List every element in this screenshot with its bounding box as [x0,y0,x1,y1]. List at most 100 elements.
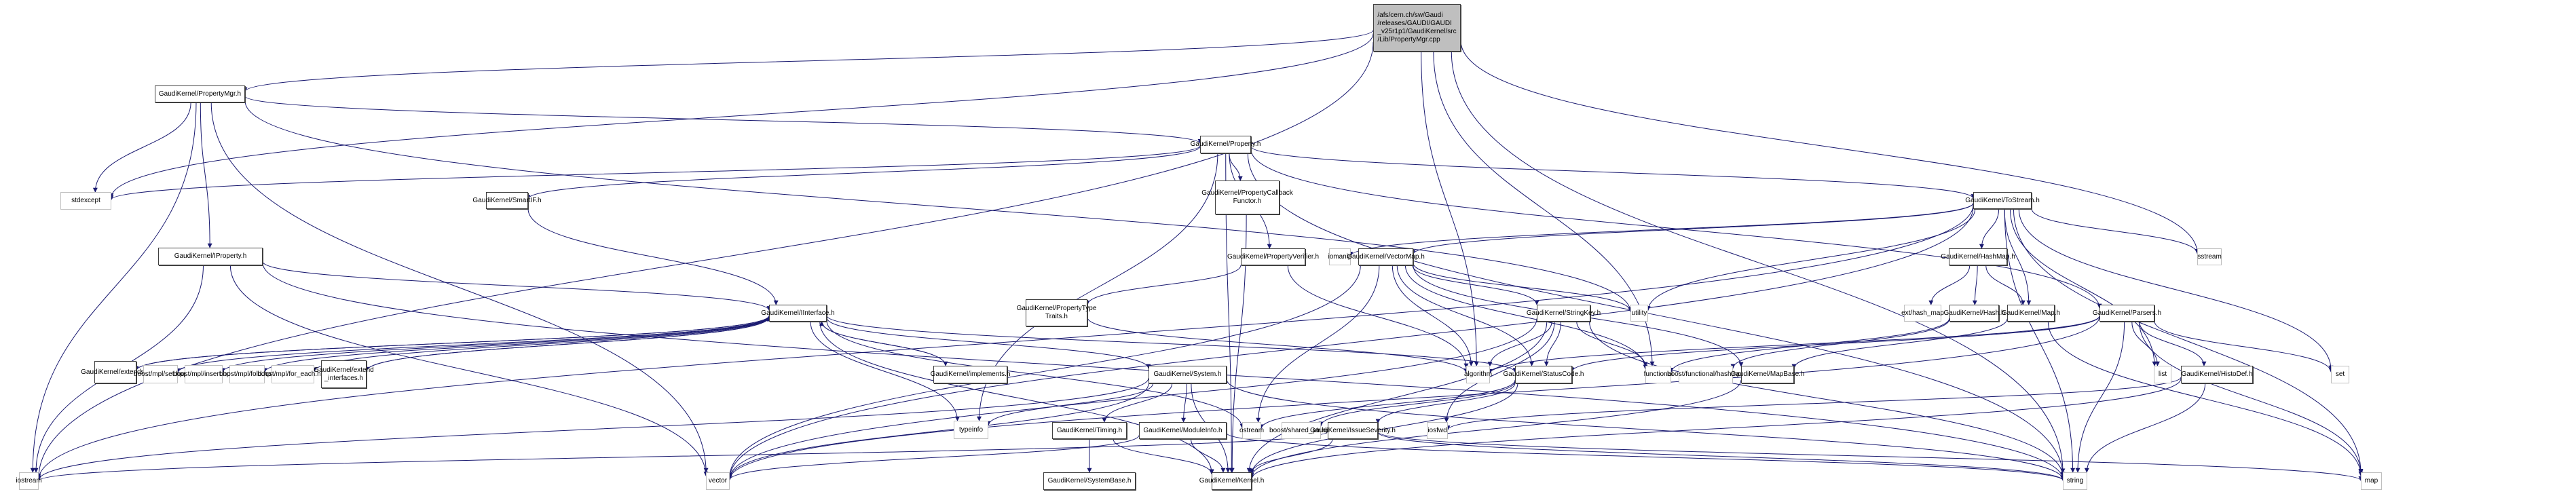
node-system-h[interactable]: GaudiKernel/System.h [1149,366,1227,383]
edge-ModuleInfo-to-string [1226,432,2066,481]
node-timing-h[interactable]: GaudiKernel/Timing.h [1052,422,1127,439]
edge-PropertyMgr-to-Property [244,96,1203,144]
node-tostream-h[interactable]: GaudiKernel/ToStream.h [1965,192,2040,209]
edge-ToStream-to-sstream [2031,208,2200,254]
node-boost-mpl-set: boost/mpl/set.hpp [134,365,187,383]
edge-root-to-sstream [1460,40,2200,254]
edge-VectorMap-to-vector [727,265,1361,478]
edge-IssueSeverity-to-map [1377,431,2364,481]
edge-StringKey-to-Kernel [1246,321,1548,473]
node-mapbase-h[interactable]: GaudiKernel/MapBase.h [1731,366,1804,383]
node-extend-interfaces-h[interactable]: GaudiKernel/extend _interfaces.h [314,360,374,388]
node-smartif-h[interactable]: GaudiKernel/SmartIF.h [472,192,542,209]
node-propertyverifier-h[interactable]: GaudiKernel/PropertyVerifier.h [1227,248,1319,265]
edge-ToStream-to-HashMap [1979,208,2000,249]
edge-Parsers-to-HistoDef [2139,321,2207,366]
node-propertymgr-h[interactable]: GaudiKernel/PropertyMgr.h [155,86,245,102]
edge-StringKey-to-string [1589,321,2066,478]
edge-VectorMap-to-StatusCode [1396,265,1535,366]
edge-extends-to-IInterface [136,315,772,370]
node-histodef-h[interactable]: GaudiKernel/HistoDef.h [2181,366,2253,383]
edge-IInterface-to-mpl_insert [220,316,770,373]
edge-VectorMap-to-StringKey [1412,265,1539,305]
edge-IInterface-to-ostream [826,320,1245,429]
edge-StringKey-to-vector [727,318,1537,480]
node-iproperty-h[interactable]: GaudiKernel/IProperty.h [158,248,263,265]
edge-Parsers-to-set [2154,321,2334,373]
edge-ModuleInfo-to-Kernel [1191,438,1226,473]
edge-PropertyMgr-to-iostream [30,102,197,473]
node-parsers-h[interactable]: GaudiKernel/Parsers.h [2093,305,2161,322]
edge-Property-to-stdexcept [109,145,1201,200]
edge-StatusCode-to-Kernel [1249,383,1518,475]
edge-ToStream-to-string [2004,208,2076,473]
edge-StringKey-to-functional [1576,321,1648,367]
edge-root-to-algorithm [1421,51,1479,366]
node-map-h[interactable]: GaudiKernel/Map.h [2002,305,2060,322]
edge-root-to-iostream [36,42,1374,478]
node-issueseverity-h[interactable]: GaudiKernel/IssueSeverity.h [1310,422,1396,439]
edge-StringKey-to-StatusCode [1544,321,1561,366]
node-root-propertymgr-cpp[interactable]: /afs/cern.ch/sw/Gaudi /releases/GAUDI/GA… [1373,4,1461,52]
node-stringkey-h[interactable]: GaudiKernel/StringKey.h [1527,305,1601,322]
node-functional: functional [1644,366,1673,383]
node-ostream: ostream [1239,422,1264,439]
edge-root-to-stdexcept [109,33,1374,198]
edge-StringKey-to-iosfwd [1444,321,1555,423]
edge-StatusCode-to-ostream [1258,379,1516,430]
node-list: list [2154,366,2171,383]
edge-Map-to-MapBase [1791,318,2008,369]
node-iinterface-h[interactable]: GaudiKernel/IInterface.h [761,305,835,322]
node-propertytypetraits-h[interactable]: GaudiKernel/PropertyType Traits.h [1017,299,1096,326]
edge-PropertyMgr-to-IProperty [200,102,212,248]
edge-PropertyTypeTraits-to-algorithm [1087,317,1469,374]
edge-PropertyMgr-to-utility [244,100,1633,313]
edge-Property-to-SmartIF [525,146,1201,200]
edge-Parsers-to-map [2139,321,2364,475]
node-systembase-h[interactable]: GaudiKernel/SystemBase.h [1043,472,1136,490]
edge-implements-to-IInterface [819,321,946,366]
edge-Parsers-to-list [2131,321,2160,366]
node-hashmap-h[interactable]: GaudiKernel/HashMap.h [1941,248,2015,265]
edge-IssueSeverity-to-Kernel [1249,438,1333,474]
edge-root-to-string [1451,51,2066,474]
node-algorithm: algorithm [1464,366,1492,383]
node-moduleinfo-h[interactable]: GaudiKernel/ModuleInfo.h [1139,422,1227,439]
edge-PropertyMgr-to-stdexcept [92,102,191,193]
edge-IInterface-to-mpl_set [175,316,770,373]
node-ext-hash-map: ext/hash_map [1901,305,1944,322]
edge-IInterface-to-System [826,318,1151,369]
edge-HashMap-to-Hash [1972,265,1978,305]
edge-Map-to-map [2047,321,2364,477]
node-property-h[interactable]: GaudiKernel/Property.h [1191,136,1261,153]
edge-IInterface-to-Kernel [819,321,1214,474]
edge-HistoDef-to-string [2084,383,2206,473]
node-boost-functional-hash: boost/functional/hash.hpp [1667,366,1744,383]
node-extends-h[interactable]: GaudiKernel/extends.h [81,361,150,383]
edge-ToStream-to-VectorMap [1411,203,1974,255]
node-kernel-h[interactable]: GaudiKernel/Kernel.h [1199,472,1264,490]
edge-PropertyMgr-to-vector [210,102,709,473]
node-implements-h[interactable]: GaudiKernel/implements.h [931,366,1010,383]
edge-Parsers-to-StatusCode [1569,316,2100,373]
node-stdexcept: stdexcept [60,192,111,210]
edge-PropertyVerifier-to-PropertyTypeTraits [1085,265,1242,305]
edge-IInterface-to-mpl_fold [262,316,770,373]
edge-ToStream-to-iostream [36,204,1974,480]
node-utility: utility [1630,305,1648,322]
edge-Parsers-to-algorithm [1487,316,2100,375]
edge-Property-to-ToStream [1250,146,1976,200]
node-propertycallbackfunctor-h[interactable]: GaudiKernel/PropertyCallback Functor.h [1201,180,1293,214]
edge-SmartIF-to-IInterface [527,208,779,305]
node-vectormap-h[interactable]: GaudiKernel/VectorMap.h [1347,248,1425,265]
edge-root-to-PropertyMgr [242,30,1374,92]
edge-VectorMap-to-utility [1413,263,1633,312]
node-set: set [2331,366,2349,383]
node-string: string [2063,472,2087,490]
node-iosfwd: iosfwd [1427,422,1448,439]
node-statuscode-h[interactable]: GaudiKernel/StatusCode.h [1504,366,1584,383]
edge-HashMap-to-ext_hash_map [1928,265,1971,305]
edge-ToStream-to-map [2013,208,2364,474]
node-hash-h[interactable]: GaudiKernel/Hash.h [1943,305,2005,322]
